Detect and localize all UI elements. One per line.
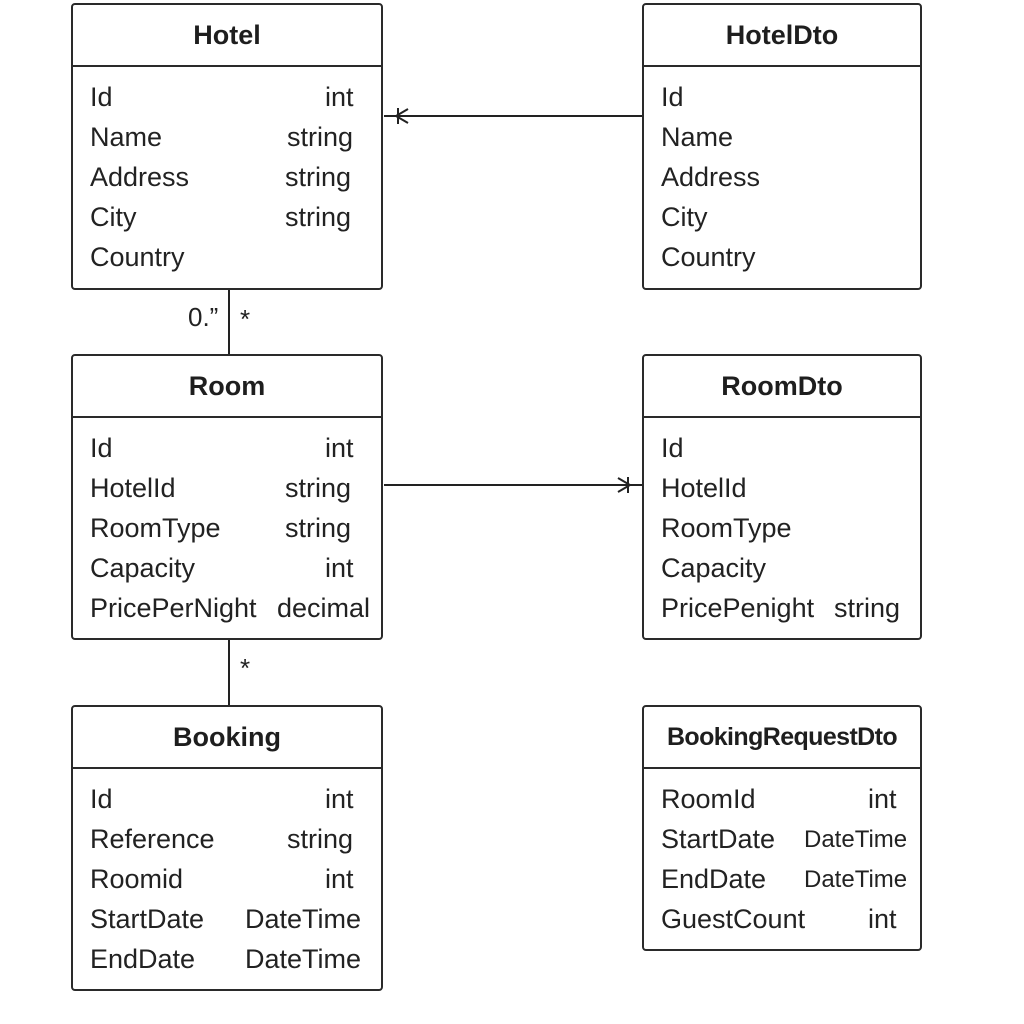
field-row: Id int (73, 784, 381, 824)
entity-hotel[interactable]: Hotel Id int Name string Address string Cit… (71, 3, 383, 290)
field-type: DateTime (245, 904, 362, 934)
field-type: DateTime (245, 944, 362, 974)
field-row: Roomid int (73, 864, 381, 904)
multiplicity-hotel-room-right: * (240, 304, 251, 334)
field-type: int (325, 784, 354, 814)
field-type: DateTime (804, 866, 908, 893)
field-name: HotelId (90, 473, 176, 503)
field-name: Address (661, 162, 761, 192)
field-name: Id (90, 433, 113, 463)
field-name: StartDate (90, 904, 205, 934)
field-name: Capacity (90, 553, 196, 583)
field-row: Id (644, 82, 920, 122)
field-name: RoomId (661, 784, 756, 814)
field-row: Address string (73, 162, 381, 202)
field-row: Country (73, 242, 381, 282)
field-name: RoomType (90, 513, 221, 543)
field-name: Name (90, 122, 163, 152)
field-name: City (90, 202, 137, 232)
field-type: string (834, 593, 901, 623)
multiplicity-room-booking: * (240, 653, 251, 683)
field-row: EndDate DateTime (73, 944, 381, 984)
field-row: PricePerNight decimal (73, 593, 381, 633)
field-type: string (285, 202, 352, 232)
field-name: Country (661, 242, 756, 272)
field-type: string (285, 473, 352, 503)
field-row: GuestCount int (644, 904, 920, 944)
field-name: EndDate (90, 944, 196, 974)
field-row: Country (644, 242, 920, 282)
room-roomdto-arrowhead (617, 477, 632, 493)
field-name: PricePerNight (90, 593, 257, 623)
field-name: EndDate (661, 864, 767, 894)
field-row: HotelId string (73, 473, 381, 513)
field-row: EndDate DateTime (644, 864, 920, 904)
field-name: Id (90, 82, 113, 112)
field-row: RoomId int (644, 784, 920, 824)
field-row: StartDate DateTime (73, 904, 381, 944)
field-name: HotelId (661, 473, 747, 503)
field-type: int (868, 784, 897, 814)
field-row: Name (644, 122, 920, 162)
field-type: decimal (277, 593, 371, 623)
entity-title: BookingRequestDto (644, 707, 920, 769)
field-name: Id (661, 433, 684, 463)
field-row: Name string (73, 122, 381, 162)
field-row: RoomType (644, 513, 920, 553)
field-name: Name (661, 122, 734, 152)
field-name: PricePenight (661, 593, 815, 623)
field-row: City string (73, 202, 381, 242)
field-row: RoomType string (73, 513, 381, 553)
field-row: Id int (73, 433, 381, 473)
field-row: Id (644, 433, 920, 473)
field-type: string (285, 162, 352, 192)
field-type: int (325, 864, 354, 894)
field-type: string (285, 513, 352, 543)
field-row: StartDate DateTime (644, 824, 920, 864)
entity-title: Room (73, 356, 381, 418)
hoteldto-hotel-arrowhead (394, 108, 409, 124)
field-name: GuestCount (661, 904, 806, 934)
field-name: Address (90, 162, 190, 192)
field-name: City (661, 202, 708, 232)
field-row: Address (644, 162, 920, 202)
field-type: int (325, 553, 354, 583)
entity-hoteldto[interactable]: HotelDto Id Name Address City Country (642, 3, 922, 290)
field-row: Reference string (73, 824, 381, 864)
field-name: Country (90, 242, 185, 272)
entity-title: HotelDto (644, 5, 920, 67)
field-name: RoomType (661, 513, 792, 543)
field-row: Capacity (644, 553, 920, 593)
field-name: StartDate (661, 824, 776, 854)
field-name: Id (661, 82, 684, 112)
entity-roomdto[interactable]: RoomDto Id HotelId RoomType Capacity Pri… (642, 354, 922, 640)
field-type: int (325, 433, 354, 463)
field-type: int (325, 82, 354, 112)
entity-title: Booking (73, 707, 381, 769)
entity-title: RoomDto (644, 356, 920, 418)
field-type: DateTime (804, 826, 908, 853)
field-name: Id (90, 784, 113, 814)
multiplicity-hotel-room-left: 0.” (188, 302, 219, 332)
field-row: PricePenight string (644, 593, 920, 633)
field-name: Roomid (90, 864, 184, 894)
field-row: Capacity int (73, 553, 381, 593)
field-type: string (287, 122, 354, 152)
field-name: Reference (90, 824, 215, 854)
field-type: string (287, 824, 354, 854)
field-row: HotelId (644, 473, 920, 513)
field-row: City (644, 202, 920, 242)
field-row: Id int (73, 82, 381, 122)
field-type: int (868, 904, 897, 934)
entity-title: Hotel (73, 5, 381, 67)
field-name: Capacity (661, 553, 767, 583)
